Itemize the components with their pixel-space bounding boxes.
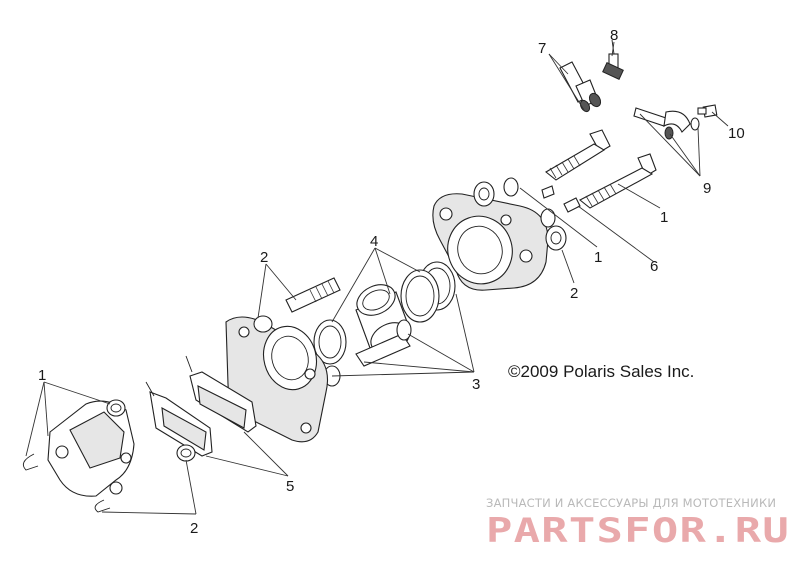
callout-1-left: 1 xyxy=(38,367,46,384)
callout-8: 8 xyxy=(610,27,618,44)
caliper-bolt-upper-part-1 xyxy=(545,129,611,181)
retaining-clips xyxy=(22,453,111,513)
copyright-notice: ©2009 Polaris Sales Inc. xyxy=(508,362,694,381)
seal-washers-cluster xyxy=(473,177,567,251)
watermark-subtitle: ЗАПЧАСТИ И АКСЕССУАРЫ ДЛЯ МОТОТЕХНИКИ xyxy=(486,496,776,510)
bushing-part-2 xyxy=(176,444,196,462)
callout-4: 4 xyxy=(370,233,378,250)
callout-1-mid-right: 1 xyxy=(594,249,602,266)
banjo-bolt-part-10 xyxy=(697,104,718,118)
callout-10: 10 xyxy=(728,125,745,142)
callout-6: 6 xyxy=(650,258,658,275)
callout-5: 5 xyxy=(286,478,294,495)
watermark-logo: PARTSFOR.RU xyxy=(486,511,790,551)
callout-7: 7 xyxy=(538,40,546,57)
brake-hose-part-7 xyxy=(559,61,700,140)
caliper-body-outer xyxy=(432,193,549,291)
guide-pin-part-2-upper xyxy=(253,277,341,333)
callout-labels: 8 7 10 9 1 1 6 2 4 2 3 1 5 2 xyxy=(38,27,745,537)
callout-3: 3 xyxy=(472,376,480,393)
brake-pad-inner-part-5 xyxy=(145,381,213,457)
caliper-bolt-lower-part-1 xyxy=(578,153,657,209)
callout-2-bottom: 2 xyxy=(190,520,198,537)
piston-seals-part-4 xyxy=(313,261,456,365)
bleeder-plug-part-6 xyxy=(541,185,581,213)
callout-9: 9 xyxy=(703,180,711,197)
brake-pad-outer-part-5 xyxy=(185,355,257,433)
callout-2-right: 2 xyxy=(570,285,578,302)
callout-1-upper-right: 1 xyxy=(660,209,668,226)
caliper-bracket xyxy=(47,400,135,497)
bushing-part-1 xyxy=(106,399,126,417)
callout-2-upper-left: 2 xyxy=(260,249,268,266)
leader-lines xyxy=(25,41,729,515)
